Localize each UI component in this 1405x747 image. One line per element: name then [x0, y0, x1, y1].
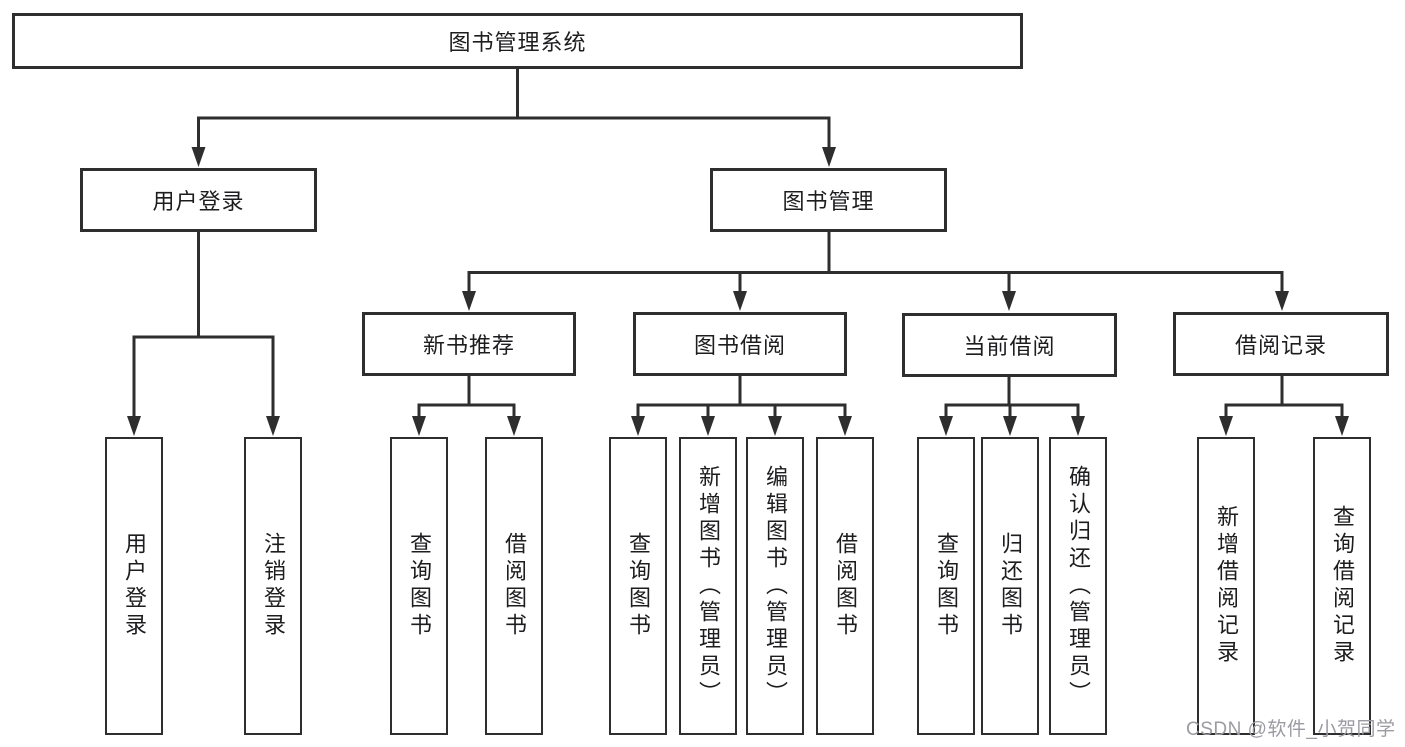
leaf-confirm-return-admin: 确认归还（管理员）: [1049, 437, 1107, 735]
leaf-borrow-books: 借阅图书: [816, 437, 874, 735]
arrowhead-icons: [127, 147, 1349, 436]
leaf-logout: 注销登录: [244, 437, 302, 735]
leaf-query-books-borrow: 查询图书: [609, 437, 667, 735]
leaf-query-books-current: 查询图书: [917, 437, 975, 735]
node-user-login: 用户登录: [80, 168, 317, 232]
leaf-borrow-books-recommend: 借阅图书: [485, 437, 543, 735]
leaf-add-borrow-record: 新增借阅记录: [1197, 437, 1255, 735]
node-book-borrowing: 图书借阅: [633, 312, 847, 376]
node-root-system: 图书管理系统: [12, 13, 1023, 69]
csdn-watermark: CSDN @软件_小贺同学: [1186, 719, 1396, 740]
leaf-edit-books-admin: 编辑图书（管理员）: [746, 437, 804, 735]
node-current-borrowing: 当前借阅: [902, 313, 1117, 377]
node-book-management: 图书管理: [710, 168, 947, 232]
leaf-user-login: 用户登录: [105, 437, 163, 735]
leaf-query-borrow-record: 查询借阅记录: [1313, 437, 1371, 735]
leaf-return-books: 归还图书: [981, 437, 1039, 735]
node-new-book-recommendation: 新书推荐: [362, 312, 576, 376]
node-borrowing-records: 借阅记录: [1173, 312, 1389, 376]
leaf-add-books-admin: 新增图书（管理员）: [679, 437, 737, 735]
leaf-query-books-recommend: 查询图书: [390, 437, 448, 735]
